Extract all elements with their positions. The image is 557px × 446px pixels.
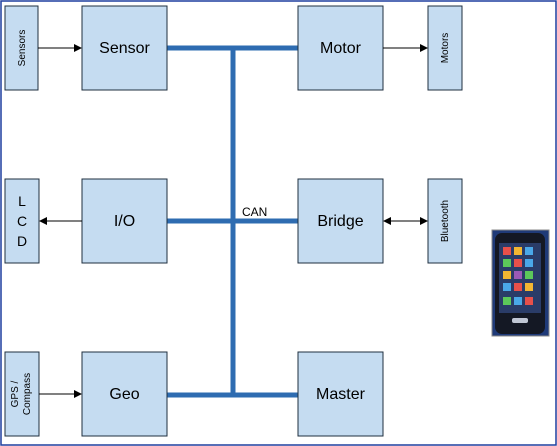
gps-label-line1: GPS / — [10, 380, 21, 407]
motors-peripheral-label: Motors — [440, 33, 451, 64]
bluetooth-peripheral-label: Bluetooth — [440, 200, 451, 242]
sensors-peripheral: Sensors — [4, 5, 39, 91]
geo-node-label: Geo — [109, 386, 139, 403]
lcd-letter-l: L — [18, 193, 26, 209]
master-node-label: Master — [316, 386, 366, 403]
lcd-peripheral: L C D — [4, 178, 40, 264]
can-bus — [167, 45, 298, 398]
io-node: I/O — [81, 178, 168, 264]
bridge-node-label: Bridge — [317, 213, 363, 230]
lcd-letter-c: C — [17, 213, 27, 229]
can-bus-label: CAN — [242, 205, 267, 219]
bridge-node: Bridge — [297, 178, 384, 264]
sensor-node: Sensor — [81, 5, 168, 91]
gps-compass-peripheral: GPS / Compass — [4, 351, 40, 437]
motor-node-label: Motor — [320, 40, 362, 57]
lcd-letter-d: D — [17, 233, 27, 249]
sensor-node-label: Sensor — [99, 40, 150, 57]
master-node: Master — [297, 351, 384, 437]
geo-node: Geo — [81, 351, 168, 437]
smartphone-icon — [491, 229, 550, 337]
motors-peripheral: Motors — [427, 5, 463, 91]
io-node-label: I/O — [114, 213, 135, 230]
bluetooth-peripheral: Bluetooth — [427, 178, 463, 264]
sensors-peripheral-label: Sensors — [17, 30, 28, 67]
motor-node: Motor — [297, 5, 384, 91]
gps-label-line2: Compass — [22, 373, 33, 415]
